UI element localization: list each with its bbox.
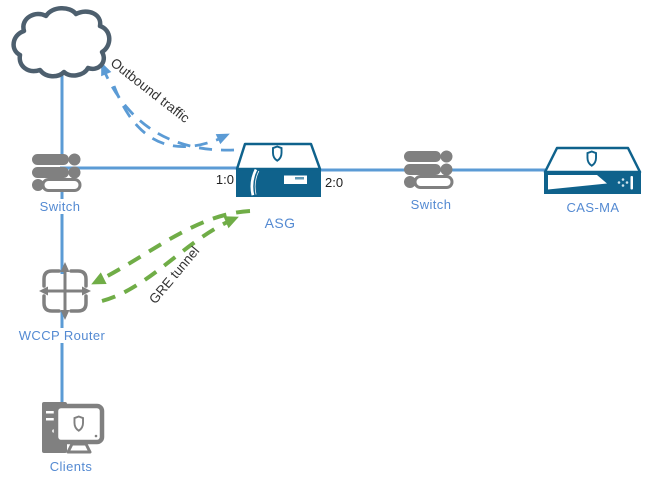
cas-ma-label: CAS-MA (560, 200, 626, 215)
switch-icon (30, 152, 82, 193)
arrowhead-to-asg-icon (215, 133, 230, 145)
arrowhead-to-router-icon (91, 272, 107, 285)
arrowhead-to-cloud-icon (101, 62, 112, 77)
switch-icon (402, 149, 454, 190)
gre-curve-to-router (95, 209, 251, 284)
connection-lines (60, 66, 549, 412)
shield-icon (272, 145, 283, 162)
proxy-appliance-icon (235, 142, 322, 197)
cloud-icon (11, 6, 112, 79)
shield-icon (586, 150, 597, 167)
outbound-traffic-flow (100, 62, 235, 152)
asg-label: ASG (255, 216, 305, 231)
clients-label: Clients (36, 459, 106, 474)
gre-curve-to-asg (101, 217, 235, 303)
gre-tunnel-flow (91, 209, 251, 303)
asg-port-1-0-label: 1:0 (215, 172, 234, 187)
rack-appliance-icon (543, 146, 642, 194)
wccp-router-label: WCCP Router (7, 328, 117, 343)
router-crossed-arrows-icon (39, 262, 91, 320)
arrowhead-to-asg-green-icon (223, 216, 239, 229)
outbound-curve-to-asg (112, 85, 227, 149)
switch-right-label: Switch (396, 197, 466, 212)
asg-port-2-0-label: 2:0 (325, 175, 344, 190)
switch-left-label: Switch (25, 199, 95, 214)
desktop-computer-icon (42, 402, 105, 454)
